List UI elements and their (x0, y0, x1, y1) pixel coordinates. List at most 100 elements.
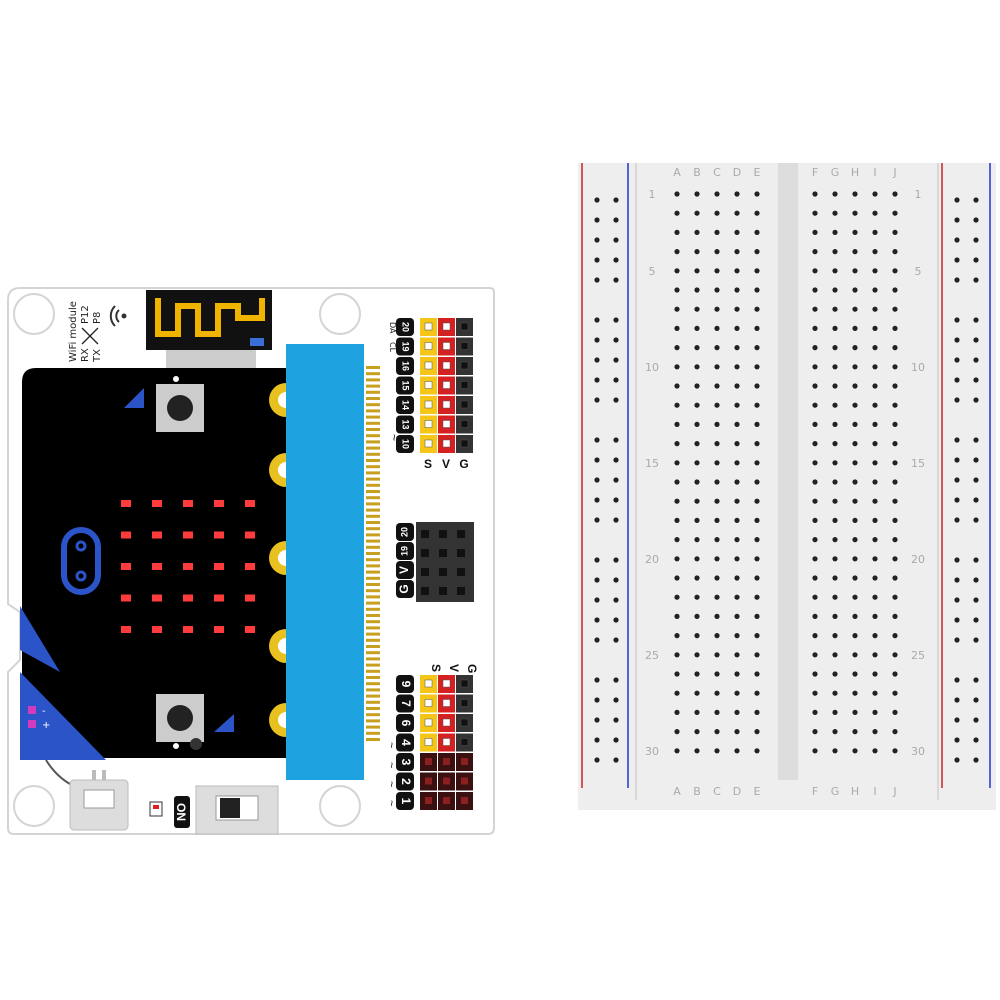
breadboard-hole[interactable] (852, 421, 858, 427)
breadboard-hole[interactable] (714, 441, 720, 447)
rail-hole[interactable] (973, 757, 979, 763)
rail-hole[interactable] (973, 577, 979, 583)
breadboard-hole[interactable] (872, 537, 878, 543)
breadboard-hole[interactable] (872, 268, 878, 274)
breadboard-hole[interactable] (892, 345, 898, 351)
breadboard-hole[interactable] (694, 441, 700, 447)
rail-hole[interactable] (594, 397, 600, 403)
rail-hole[interactable] (973, 357, 979, 363)
rail-hole[interactable] (594, 437, 600, 443)
rail-hole[interactable] (954, 497, 960, 503)
breadboard-hole[interactable] (832, 345, 838, 351)
rail-hole[interactable] (973, 557, 979, 563)
breadboard-hole[interactable] (852, 690, 858, 696)
iic-socket-hole[interactable] (421, 549, 429, 557)
breadboard-hole[interactable] (892, 556, 898, 562)
breadboard-hole[interactable] (714, 421, 720, 427)
breadboard-hole[interactable] (812, 671, 818, 677)
breadboard-hole[interactable] (852, 479, 858, 485)
rail-hole[interactable] (954, 517, 960, 523)
breadboard-hole[interactable] (812, 594, 818, 600)
breadboard-hole[interactable] (694, 709, 700, 716)
breadboard-hole[interactable] (754, 191, 760, 197)
breadboard-hole[interactable] (872, 191, 878, 197)
breadboard-hole[interactable] (852, 498, 858, 504)
rail-hole[interactable] (954, 257, 960, 263)
breadboard-hole[interactable] (674, 191, 680, 197)
rail-hole[interactable] (954, 637, 960, 643)
rail-hole[interactable] (594, 197, 600, 203)
iic-socket-hole[interactable] (421, 530, 429, 538)
breadboard-hole[interactable] (714, 498, 720, 504)
breadboard-hole[interactable] (694, 268, 700, 274)
breadboard-hole[interactable] (754, 364, 760, 370)
breadboard-hole[interactable] (872, 229, 878, 235)
breadboard-hole[interactable] (714, 517, 720, 524)
breadboard-hole[interactable] (714, 556, 720, 562)
breadboard-hole[interactable] (674, 594, 680, 600)
breadboard-hole[interactable] (694, 498, 700, 504)
breadboard-hole[interactable] (852, 229, 858, 235)
rail-hole[interactable] (594, 617, 600, 623)
breadboard-hole[interactable] (714, 479, 720, 485)
breadboard-hole[interactable] (734, 345, 740, 351)
breadboard-hole[interactable] (852, 325, 858, 331)
breadboard-hole[interactable] (892, 537, 898, 543)
breadboard-hole[interactable] (892, 479, 898, 485)
rail-hole[interactable] (613, 377, 619, 383)
breadboard-hole[interactable] (872, 690, 878, 696)
breadboard-hole[interactable] (852, 652, 858, 658)
rail-hole[interactable] (954, 617, 960, 623)
breadboard-hole[interactable] (852, 633, 858, 639)
breadboard-hole[interactable] (872, 441, 878, 447)
rail-hole[interactable] (954, 677, 960, 683)
rail-hole[interactable] (613, 357, 619, 363)
breadboard-hole[interactable] (872, 575, 878, 581)
breadboard-hole[interactable] (832, 690, 838, 696)
breadboard-hole[interactable] (694, 537, 700, 543)
rail-hole[interactable] (973, 437, 979, 443)
breadboard-hole[interactable] (754, 594, 760, 600)
breadboard-hole[interactable] (812, 441, 818, 447)
breadboard-hole[interactable] (694, 748, 700, 754)
breadboard-hole[interactable] (754, 210, 760, 216)
breadboard-hole[interactable] (872, 709, 878, 716)
breadboard-hole[interactable] (872, 325, 878, 331)
breadboard-hole[interactable] (832, 479, 838, 485)
breadboard-hole[interactable] (734, 633, 740, 639)
breadboard-hole[interactable] (832, 594, 838, 600)
rail-hole[interactable] (594, 677, 600, 683)
breadboard-hole[interactable] (694, 690, 700, 696)
breadboard-hole[interactable] (872, 306, 878, 312)
breadboard-hole[interactable] (852, 594, 858, 600)
breadboard-hole[interactable] (734, 325, 740, 331)
breadboard-hole[interactable] (832, 325, 838, 331)
rail-hole[interactable] (613, 577, 619, 583)
breadboard-hole[interactable] (832, 556, 838, 562)
breadboard-hole[interactable] (892, 671, 898, 677)
rail-hole[interactable] (973, 377, 979, 383)
rail-hole[interactable] (613, 517, 619, 523)
breadboard-hole[interactable] (754, 652, 760, 658)
breadboard-hole[interactable] (812, 633, 818, 639)
rail-hole[interactable] (613, 477, 619, 483)
breadboard-hole[interactable] (714, 287, 720, 293)
breadboard-hole[interactable] (754, 633, 760, 639)
breadboard-hole[interactable] (674, 709, 680, 716)
breadboard-hole[interactable] (892, 210, 898, 216)
rail-hole[interactable] (613, 597, 619, 603)
rail-hole[interactable] (954, 357, 960, 363)
breadboard-hole[interactable] (674, 575, 680, 581)
breadboard-hole[interactable] (734, 287, 740, 293)
rail-hole[interactable] (973, 677, 979, 683)
breadboard-hole[interactable] (734, 229, 740, 235)
breadboard-hole[interactable] (754, 306, 760, 312)
breadboard-hole[interactable] (812, 690, 818, 696)
rail-hole[interactable] (973, 317, 979, 323)
breadboard-hole[interactable] (674, 671, 680, 677)
iic-socket-hole[interactable] (439, 530, 447, 538)
breadboard-hole[interactable] (674, 460, 680, 466)
rail-hole[interactable] (613, 617, 619, 623)
rail-hole[interactable] (954, 737, 960, 743)
breadboard-hole[interactable] (892, 421, 898, 427)
